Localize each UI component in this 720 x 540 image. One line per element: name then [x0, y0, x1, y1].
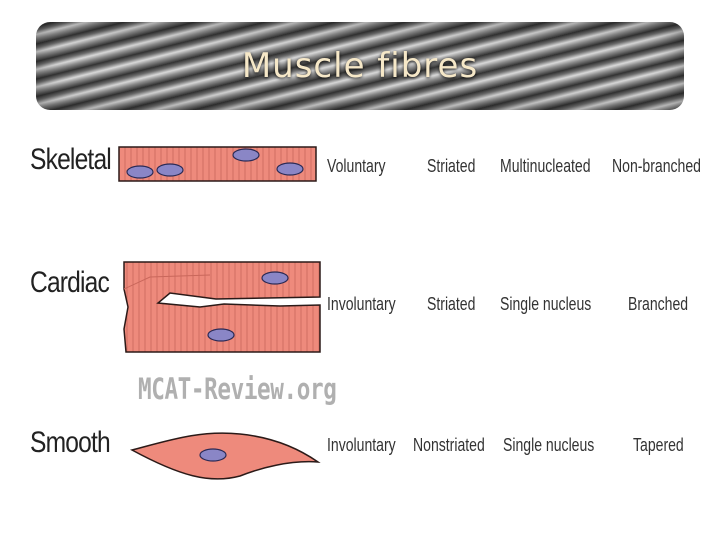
nucleus [262, 272, 288, 284]
smooth-striation: Nonstriated [413, 435, 485, 456]
cardiac-nuclei: Single nucleus [500, 294, 591, 315]
skeletal-fibre-illustration [118, 146, 318, 186]
nucleus [233, 149, 259, 161]
skeletal-striation: Striated [427, 156, 475, 177]
row-label-skeletal: Skeletal [30, 143, 111, 177]
nucleus [208, 329, 234, 341]
nucleus [157, 164, 183, 176]
smooth-fibre-illustration [130, 428, 320, 484]
smooth-nuclei: Single nucleus [503, 435, 594, 456]
skeletal-nuclei: Multinucleated [500, 156, 591, 177]
row-label-cardiac: Cardiac [30, 266, 109, 300]
title-banner: Muscle fibres [36, 22, 684, 110]
cardiac-fibre-illustration [120, 259, 325, 354]
cardiac-control: Involuntary [327, 294, 396, 315]
cardiac-branching: Branched [628, 294, 688, 315]
nucleus [277, 163, 303, 175]
skeletal-branching: Non-branched [612, 156, 701, 177]
cardiac-striation: Striated [427, 294, 475, 315]
row-label-smooth: Smooth [30, 426, 110, 460]
skeletal-control: Voluntary [327, 156, 386, 177]
smooth-branching: Tapered [633, 435, 684, 456]
watermark: MCAT-Review.org [138, 372, 336, 406]
smooth-control: Involuntary [327, 435, 396, 456]
nucleus [127, 166, 153, 178]
nucleus [200, 449, 226, 461]
page-title: Muscle fibres [36, 46, 684, 86]
